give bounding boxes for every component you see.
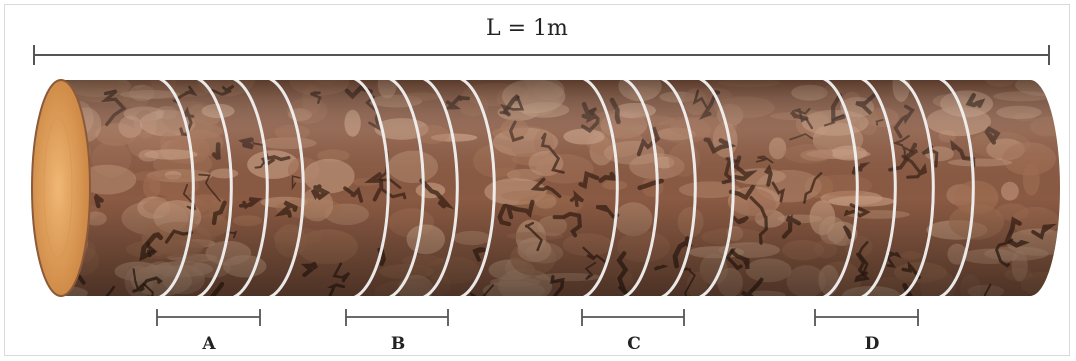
length-dimension xyxy=(34,45,1049,65)
segment-bracket-b xyxy=(346,309,448,326)
segment-brackets xyxy=(157,309,918,326)
segment-bracket-d xyxy=(815,309,918,326)
segment-label-b: B xyxy=(383,334,413,354)
segment-label-c: C xyxy=(619,334,649,354)
length-label: L = 1m xyxy=(486,16,568,41)
log-end-face xyxy=(32,80,90,296)
segment-label-a: A xyxy=(194,334,224,354)
segment-bracket-a xyxy=(157,309,260,326)
segment-bracket-c xyxy=(582,309,684,326)
segment-label-d: D xyxy=(857,334,887,354)
